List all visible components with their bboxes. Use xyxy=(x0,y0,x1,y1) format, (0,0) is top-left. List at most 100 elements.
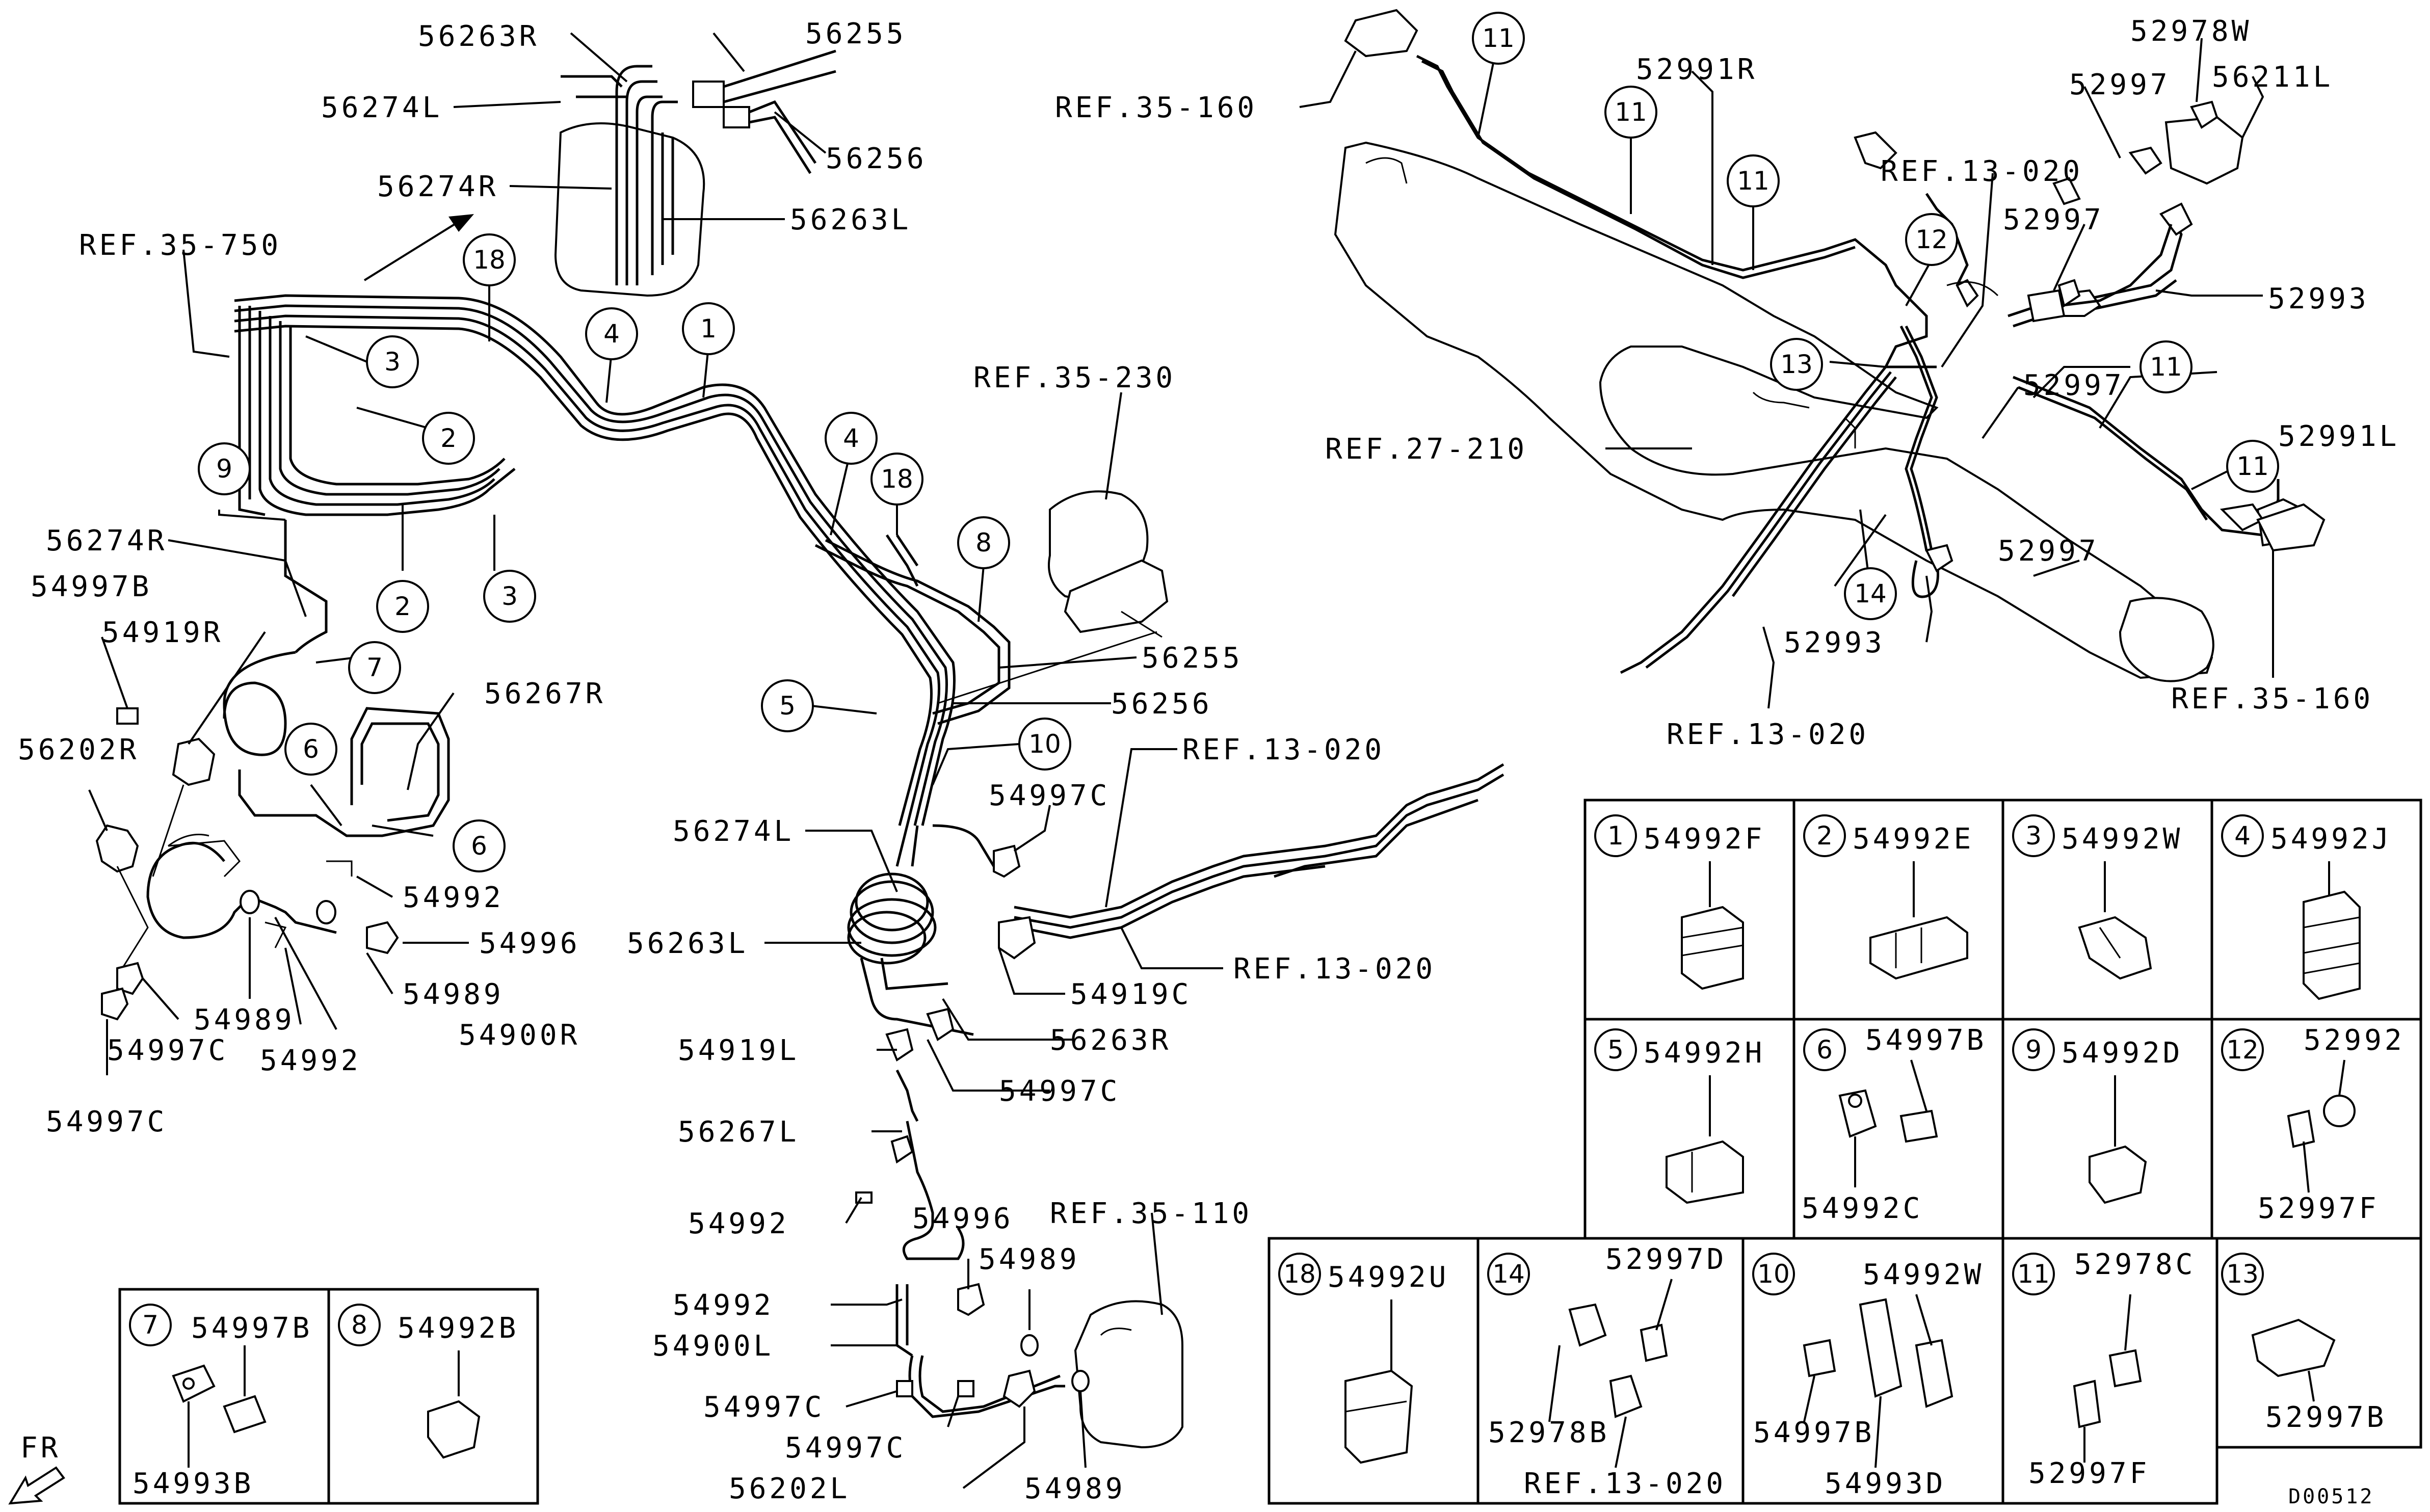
callout-1: 1 xyxy=(682,302,735,355)
part-label-52997-c: 52997 xyxy=(2023,369,2125,402)
main-labels: 56263R 56255 56274L 56256 56274R 56263L … xyxy=(18,15,2399,1505)
svg-text:52997F: 52997F xyxy=(2258,1192,2379,1225)
svg-text:54992W: 54992W xyxy=(1863,1258,1984,1291)
svg-text:6: 6 xyxy=(303,734,319,764)
svg-text:11: 11 xyxy=(2150,352,2182,382)
callout-3a: 3 xyxy=(366,335,419,388)
part-label-56211L: 56211L xyxy=(2212,61,2333,94)
svg-text:52997F: 52997F xyxy=(2028,1457,2150,1490)
legend-right-grid: 1 54992F 2 54992E 3 54992W xyxy=(1583,799,2422,1240)
part-label-54992-left2: 54992 xyxy=(260,1044,361,1077)
svg-text:18: 18 xyxy=(473,245,506,275)
callout-13: 13 xyxy=(1770,338,1823,391)
svg-text:11: 11 xyxy=(1615,97,1647,127)
callout-14: 14 xyxy=(1844,567,1897,620)
svg-text:54992W: 54992W xyxy=(2062,823,2183,856)
svg-text:18: 18 xyxy=(1283,1259,1316,1289)
part-label-52993-b: 52993 xyxy=(1784,626,1885,659)
part-label-54997C-mid2: 54997C xyxy=(999,1075,1120,1108)
part-label-56202R: 56202R xyxy=(18,733,139,766)
part-label-54996-mid: 54996 xyxy=(912,1202,1014,1235)
mid-right-line-group xyxy=(1014,763,1504,939)
svg-text:12: 12 xyxy=(2226,1035,2259,1065)
legend-cell-13: 13 52997B xyxy=(2221,1253,2387,1434)
coiled-hose-group xyxy=(847,824,1065,1418)
part-label-54989-mid: 54989 xyxy=(979,1243,1080,1276)
part-label-56267L: 56267L xyxy=(678,1116,799,1149)
svg-text:3: 3 xyxy=(501,581,518,611)
callout-18b: 18 xyxy=(870,453,923,506)
part-label-54989-left2: 54989 xyxy=(194,1003,295,1037)
part-label-56274L-mid: 56274L xyxy=(673,815,794,848)
part-label-52991L: 52991L xyxy=(2278,420,2399,453)
part-label-52997-d: 52997 xyxy=(1998,535,2099,568)
legend-cell-12: 12 52992 52997F xyxy=(2221,1024,2402,1225)
svg-text:52997D: 52997D xyxy=(1605,1243,1727,1276)
part-label-56263L-top: 56263L xyxy=(790,203,911,236)
part-label-54996-left: 54996 xyxy=(479,927,580,960)
legend-cell-10: 10 54992W 54997B 54993D xyxy=(1752,1253,1984,1500)
svg-text:54992D: 54992D xyxy=(2062,1037,2183,1070)
master-cylinder-group xyxy=(554,49,836,297)
callout-5: 5 xyxy=(761,679,814,732)
svg-text:3: 3 xyxy=(384,347,401,377)
svg-text:14: 14 xyxy=(1492,1259,1525,1289)
part-label-54989-mid2: 54989 xyxy=(1024,1472,1126,1505)
legend-cell-5: 5 54992H xyxy=(1594,1028,1765,1204)
callout-8: 8 xyxy=(957,516,1010,569)
svg-text:54992J: 54992J xyxy=(2270,823,2392,856)
ref-label-13-020-right: REF.13-020 xyxy=(1881,155,2083,188)
svg-text:2: 2 xyxy=(394,592,411,621)
legend-cell-6: 6 54997B 54992C xyxy=(1802,1024,1984,1225)
svg-text:4: 4 xyxy=(2234,821,2251,851)
part-label-56274L-top: 56274L xyxy=(321,91,442,124)
part-label-54992-left: 54992 xyxy=(403,881,504,914)
part-label-56256-mid: 56256 xyxy=(1111,687,1212,721)
part-label-52997-a: 52997 xyxy=(2069,68,2171,101)
legend-cell-11: 11 52978C 52997F xyxy=(2012,1248,2193,1490)
main-brake-line-bundle xyxy=(146,294,956,939)
left-caliper-group xyxy=(95,707,399,1021)
part-label-54997B-left: 54997B xyxy=(31,570,152,603)
svg-text:5: 5 xyxy=(779,691,796,721)
svg-text:6: 6 xyxy=(471,831,487,861)
svg-text:11: 11 xyxy=(2236,452,2269,481)
ref-label-35-750: REF.35-750 xyxy=(79,229,281,262)
svg-text:8: 8 xyxy=(351,1310,367,1340)
ref-label-35-160-right: REF.35-160 xyxy=(2171,682,2373,715)
part-label-52997-b: 52997 xyxy=(2003,203,2104,236)
svg-text:52997B: 52997B xyxy=(2265,1401,2387,1434)
callout-6b: 6 xyxy=(453,819,506,872)
part-label-56263R-mid: 56263R xyxy=(1050,1024,1171,1057)
svg-text:1: 1 xyxy=(700,314,717,343)
part-label-56255-top: 56255 xyxy=(805,17,907,50)
callout-3b: 3 xyxy=(483,570,536,623)
part-label-56274R-top: 56274R xyxy=(377,170,498,203)
front-direction-indicator: FR xyxy=(8,1431,65,1505)
legend-cell-2: 2 54992E xyxy=(1803,814,1974,980)
svg-text:12: 12 xyxy=(1915,225,1948,254)
svg-text:54992C: 54992C xyxy=(1802,1192,1923,1225)
ref-label-35-110: REF.35-110 xyxy=(1050,1197,1252,1230)
svg-text:11: 11 xyxy=(1737,166,1769,196)
svg-text:10: 10 xyxy=(1028,729,1061,759)
legend-cell-8: 8 54992B xyxy=(338,1304,516,1459)
part-label-54997C-mid3: 54997C xyxy=(703,1391,825,1424)
callout-11d: 11 xyxy=(2140,340,2193,393)
callout-6a: 6 xyxy=(284,723,337,776)
svg-text:54992F: 54992F xyxy=(1644,823,1765,856)
svg-text:54992H: 54992H xyxy=(1644,1037,1765,1070)
legend-cell-7: 7 54997B 54993B xyxy=(129,1304,312,1500)
part-label-54997C-left: 54997C xyxy=(107,1034,228,1067)
svg-text:1: 1 xyxy=(1607,821,1624,851)
svg-text:54992E: 54992E xyxy=(1853,823,1974,856)
svg-text:54992U: 54992U xyxy=(1328,1261,1449,1294)
part-label-56267R: 56267R xyxy=(484,677,605,710)
part-label-54997C-mid4: 54997C xyxy=(785,1431,906,1465)
callout-10: 10 xyxy=(1018,718,1071,771)
svg-text:54993D: 54993D xyxy=(1825,1467,1946,1500)
svg-text:54997B: 54997B xyxy=(191,1312,312,1345)
callout-4b: 4 xyxy=(825,412,878,465)
callout-circles: 18 4 1 3 2 2 3 9 7 6 6 4 18 8 5 10 11 11… xyxy=(198,12,2279,872)
